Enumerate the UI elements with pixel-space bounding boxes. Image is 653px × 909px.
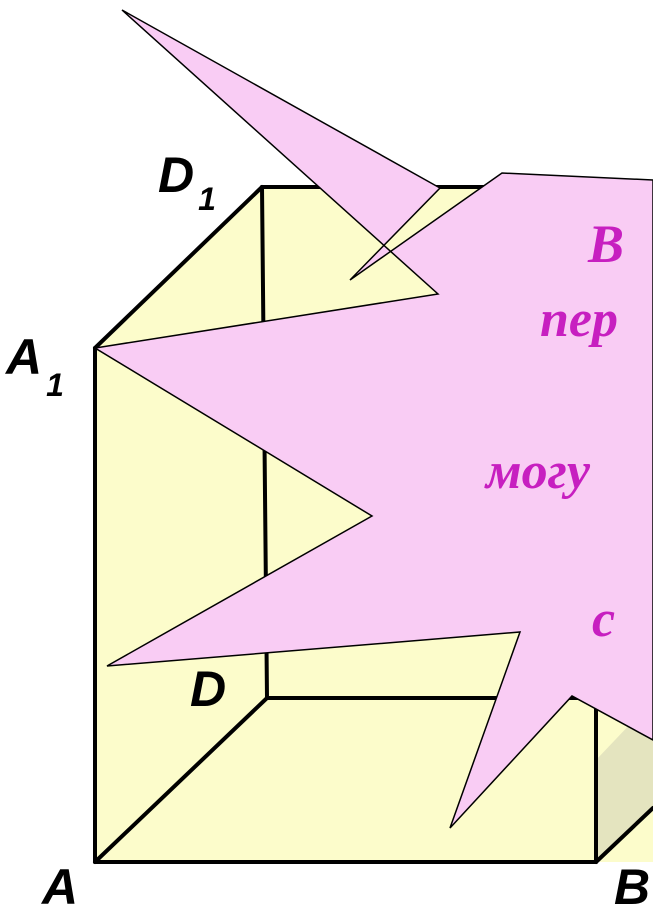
vertex-label-a: A — [40, 859, 78, 909]
vertex-label-d1-sub: 1 — [198, 181, 216, 217]
callout-line-1: В — [587, 214, 624, 274]
callout-line-4: с — [592, 591, 615, 648]
vertex-label-a1-base: A — [4, 329, 42, 385]
vertex-label-b: B — [614, 859, 650, 909]
callout-line-3: могу — [484, 443, 591, 500]
vertex-label-d: D — [190, 661, 226, 717]
edge-b-c — [594, 806, 653, 864]
vertex-label-d1-base: D — [158, 147, 194, 203]
edge-a1-d1 — [93, 185, 264, 350]
callout-line-2: пер — [540, 291, 618, 348]
callout-burst — [92, 9, 653, 829]
vertex-label-a1-sub: 1 — [46, 367, 64, 403]
edge-a-d — [93, 696, 269, 864]
